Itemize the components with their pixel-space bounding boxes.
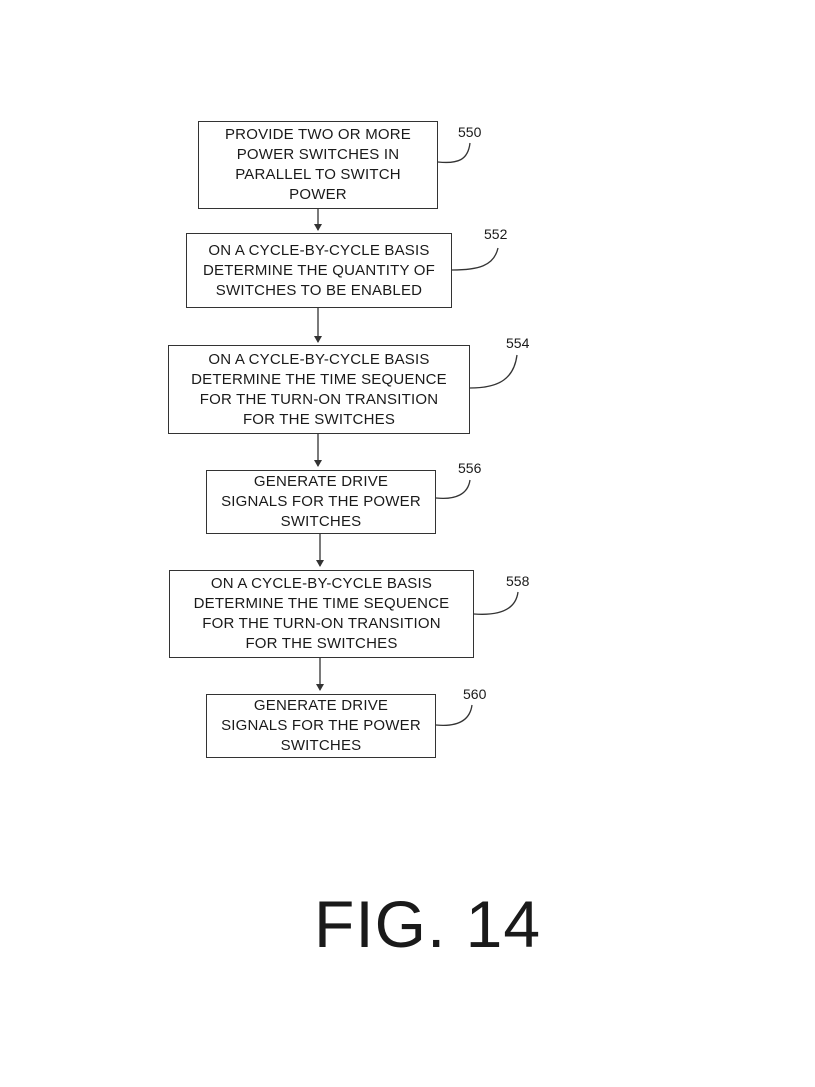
step-560-line-3: SWITCHES (281, 736, 362, 756)
step-554-line-3: FOR THE TURN-ON TRANSITION (200, 390, 439, 410)
step-box-558: ON A CYCLE-BY-CYCLE BASIS DETERMINE THE … (169, 570, 474, 658)
step-box-552: ON A CYCLE-BY-CYCLE BASIS DETERMINE THE … (186, 233, 452, 308)
step-554-line-4: FOR THE SWITCHES (243, 410, 395, 430)
step-552-line-3: SWITCHES TO BE ENABLED (216, 281, 422, 301)
step-box-560: GENERATE DRIVE SIGNALS FOR THE POWER SWI… (206, 694, 436, 758)
ref-leader-552 (452, 248, 498, 270)
step-552-line-1: ON A CYCLE-BY-CYCLE BASIS (208, 241, 429, 261)
step-556-line-1: GENERATE DRIVE (254, 472, 388, 492)
step-558-line-1: ON A CYCLE-BY-CYCLE BASIS (211, 574, 432, 594)
ref-leader-556 (436, 480, 470, 498)
ref-number-560: 560 (463, 686, 486, 702)
ref-leader-558 (474, 592, 518, 614)
ref-leader-560 (436, 705, 472, 725)
step-552-line-2: DETERMINE THE QUANTITY OF (203, 261, 435, 281)
figure-title: FIG. 14 (314, 886, 541, 962)
step-558-line-2: DETERMINE THE TIME SEQUENCE (194, 594, 450, 614)
step-558-line-3: FOR THE TURN-ON TRANSITION (202, 614, 441, 634)
ref-number-558: 558 (506, 573, 529, 589)
step-556-line-2: SIGNALS FOR THE POWER (221, 492, 421, 512)
ref-number-552: 552 (484, 226, 507, 242)
step-560-line-2: SIGNALS FOR THE POWER (221, 716, 421, 736)
ref-number-554: 554 (506, 335, 529, 351)
ref-number-550: 550 (458, 124, 481, 140)
ref-leader-554 (470, 355, 517, 388)
ref-leader-550 (438, 143, 470, 162)
step-box-550: PROVIDE TWO OR MORE POWER SWITCHES IN PA… (198, 121, 438, 209)
step-550-line-4: POWER (289, 185, 347, 205)
step-550-line-3: PARALLEL TO SWITCH (235, 165, 401, 185)
step-box-554: ON A CYCLE-BY-CYCLE BASIS DETERMINE THE … (168, 345, 470, 434)
step-554-line-1: ON A CYCLE-BY-CYCLE BASIS (208, 350, 429, 370)
step-558-line-4: FOR THE SWITCHES (245, 634, 397, 654)
step-550-line-2: POWER SWITCHES IN (237, 145, 400, 165)
step-550-line-1: PROVIDE TWO OR MORE (225, 125, 411, 145)
ref-number-556: 556 (458, 460, 481, 476)
step-box-556: GENERATE DRIVE SIGNALS FOR THE POWER SWI… (206, 470, 436, 534)
step-554-line-2: DETERMINE THE TIME SEQUENCE (191, 370, 447, 390)
step-560-line-1: GENERATE DRIVE (254, 696, 388, 716)
step-556-line-3: SWITCHES (281, 512, 362, 532)
